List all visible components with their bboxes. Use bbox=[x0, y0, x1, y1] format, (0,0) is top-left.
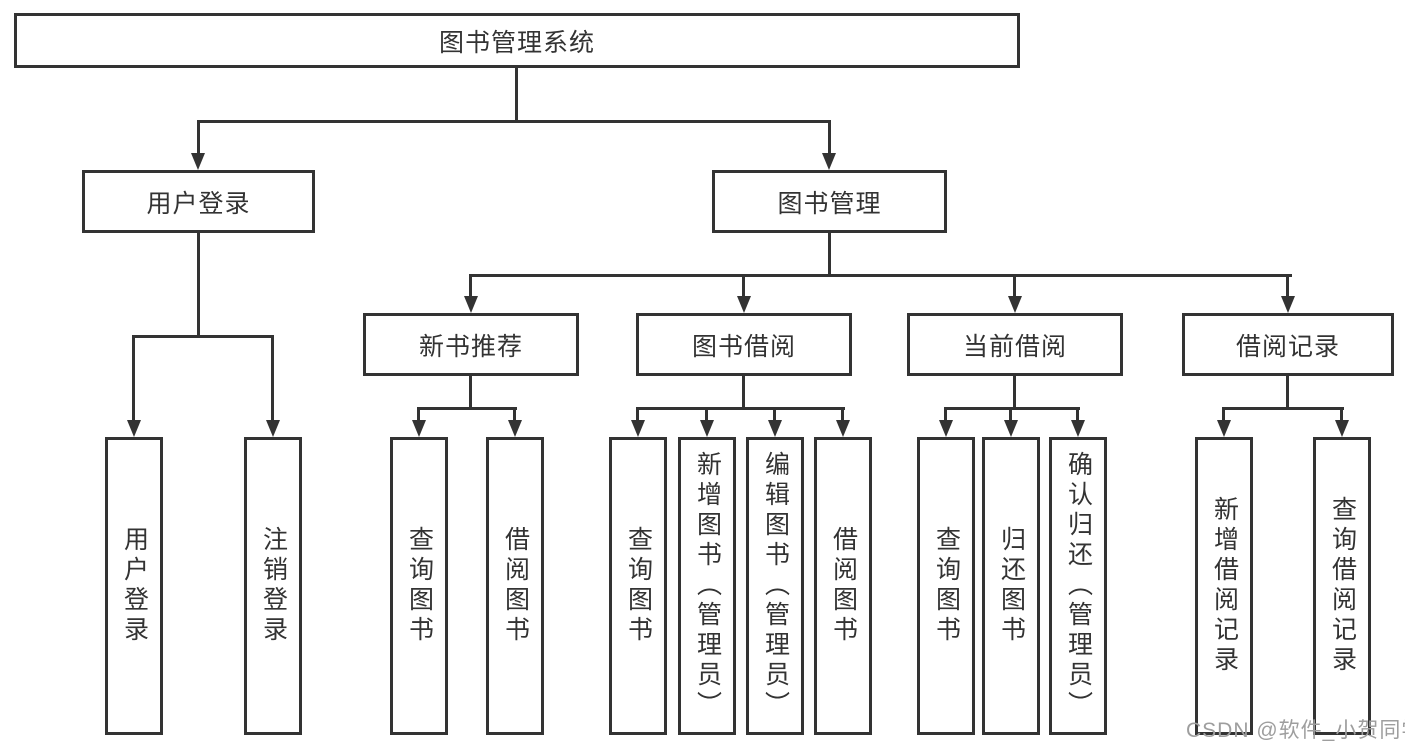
leaf-add-books-admin: 新增图书（管理员） bbox=[678, 437, 736, 735]
arrowhead-down-icon bbox=[1004, 420, 1018, 437]
connector-line bbox=[636, 407, 639, 421]
connector-line bbox=[828, 120, 831, 154]
leaf-confirm-return-admin: 确认归还（管理员） bbox=[1049, 437, 1107, 735]
connector-line bbox=[132, 335, 274, 338]
arrowhead-down-icon bbox=[1217, 420, 1231, 437]
node-new-book-recommend: 新书推荐 bbox=[363, 313, 579, 376]
connector-line bbox=[513, 407, 516, 421]
leaf-edit-books-admin: 编辑图书（管理员） bbox=[746, 437, 804, 735]
connector-line bbox=[271, 335, 274, 420]
arrowhead-down-icon bbox=[1335, 420, 1349, 437]
connector-line bbox=[636, 407, 845, 410]
connector-line bbox=[417, 407, 420, 421]
connector-line bbox=[469, 376, 472, 407]
arrowhead-down-icon bbox=[1281, 296, 1295, 313]
connector-line bbox=[197, 120, 831, 123]
connector-line bbox=[742, 376, 745, 407]
connector-line bbox=[705, 407, 708, 421]
connector-line bbox=[197, 233, 200, 335]
connector-line bbox=[742, 274, 745, 297]
connector-line bbox=[828, 233, 831, 274]
connector-line bbox=[1013, 274, 1016, 297]
connector-line bbox=[197, 120, 200, 154]
connector-line bbox=[469, 274, 1292, 277]
connector-line bbox=[944, 407, 947, 421]
arrowhead-down-icon bbox=[822, 153, 836, 170]
connector-line bbox=[1013, 376, 1016, 407]
connector-line bbox=[132, 335, 135, 420]
connector-line bbox=[773, 407, 776, 421]
connector-line bbox=[515, 68, 518, 120]
arrowhead-down-icon bbox=[737, 296, 751, 313]
arrowhead-down-icon bbox=[1071, 420, 1085, 437]
connector-line bbox=[944, 407, 1080, 410]
node-borrowing-records: 借阅记录 bbox=[1182, 313, 1394, 376]
node-book-borrowing: 图书借阅 bbox=[636, 313, 852, 376]
node-book-management: 图书管理 bbox=[712, 170, 947, 233]
leaf-add-borrow-record: 新增借阅记录 bbox=[1195, 437, 1253, 735]
connector-line bbox=[1340, 407, 1343, 421]
connector-line bbox=[1222, 407, 1344, 410]
arrowhead-down-icon bbox=[939, 420, 953, 437]
node-user-login: 用户登录 bbox=[82, 170, 315, 233]
node-current-borrowing: 当前借阅 bbox=[907, 313, 1123, 376]
leaf-query-borrow-record: 查询借阅记录 bbox=[1313, 437, 1371, 735]
leaf-return-books: 归还图书 bbox=[982, 437, 1040, 735]
arrowhead-down-icon bbox=[1008, 296, 1022, 313]
connector-line bbox=[1286, 274, 1289, 297]
arrowhead-down-icon bbox=[127, 420, 141, 437]
arrowhead-down-icon bbox=[836, 420, 850, 437]
watermark: CSDN @软件_小贺同学 bbox=[1186, 719, 1405, 742]
arrowhead-down-icon bbox=[412, 420, 426, 437]
node-library-management-system: 图书管理系统 bbox=[14, 13, 1020, 68]
arrowhead-down-icon bbox=[266, 420, 280, 437]
leaf-borrow-books-recommend: 借阅图书 bbox=[486, 437, 544, 735]
arrowhead-down-icon bbox=[508, 420, 522, 437]
leaf-user-login: 用户登录 bbox=[105, 437, 163, 735]
arrowhead-down-icon bbox=[700, 420, 714, 437]
leaf-query-books-current: 查询图书 bbox=[917, 437, 975, 735]
arrowhead-down-icon bbox=[464, 296, 478, 313]
leaf-query-books-borrowing: 查询图书 bbox=[609, 437, 667, 735]
leaf-borrow-books: 借阅图书 bbox=[814, 437, 872, 735]
arrowhead-down-icon bbox=[631, 420, 645, 437]
connector-line bbox=[469, 274, 472, 297]
connector-line bbox=[1222, 407, 1225, 421]
connector-line bbox=[417, 407, 517, 410]
connector-line bbox=[1286, 376, 1289, 407]
connector-line bbox=[841, 407, 844, 421]
arrowhead-down-icon bbox=[768, 420, 782, 437]
arrowhead-down-icon bbox=[191, 153, 205, 170]
connector-line bbox=[1076, 407, 1079, 421]
leaf-logout: 注销登录 bbox=[244, 437, 302, 735]
connector-line bbox=[1009, 407, 1012, 421]
leaf-query-books-recommend: 查询图书 bbox=[390, 437, 448, 735]
